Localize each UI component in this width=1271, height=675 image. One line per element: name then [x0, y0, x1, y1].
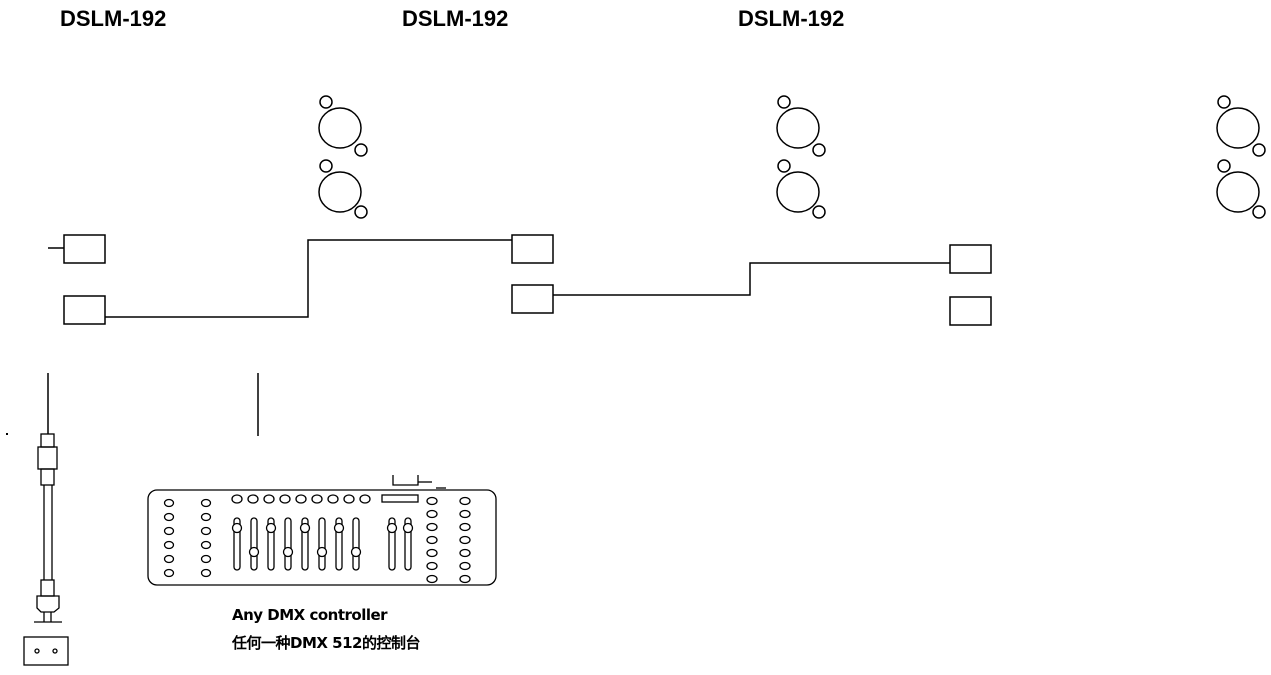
- fixture-2-ports: [511, 234, 554, 314]
- dmx-controller-icon: [147, 475, 497, 586]
- controller-label-en: Any DMX controller: [232, 606, 388, 624]
- dmx-cable-1-to-2: [105, 239, 512, 318]
- fixture-1-ports: [48, 234, 106, 325]
- power-socket-icon: [23, 636, 69, 666]
- fixture-3-ports: [949, 244, 992, 326]
- dmx-cable-2-to-3: [553, 262, 950, 296]
- xlr-connector-icon: [318, 95, 368, 219]
- fixture-3-model-label: DSLM-192: [738, 6, 845, 31]
- xlr-connector-icon: [776, 95, 826, 219]
- fixture-1-model-label: DSLM-192: [60, 6, 167, 31]
- xlr-connector-icon: [1216, 95, 1266, 219]
- controller-label-zh: 任何一种DMX 512的控制台: [232, 634, 420, 652]
- fixture-2-model-label: DSLM-192: [402, 6, 509, 31]
- power-plug-icon: [34, 433, 62, 623]
